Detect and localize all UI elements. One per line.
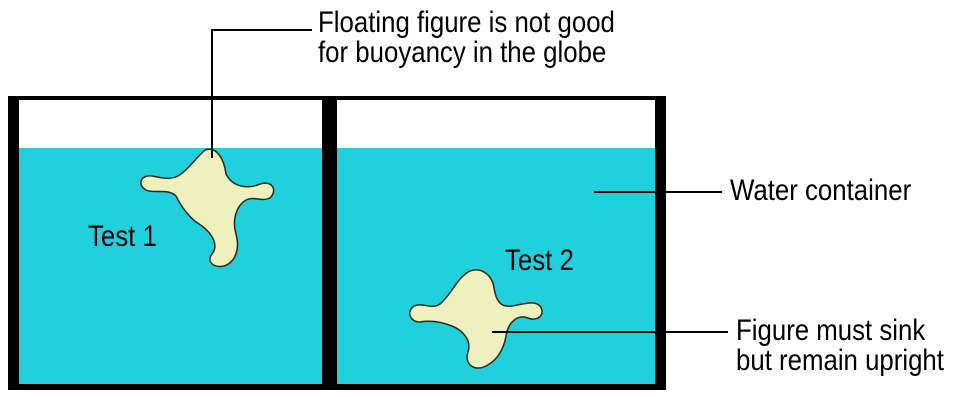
test-2-label: Test 2	[505, 244, 574, 277]
leader-lines	[211, 29, 728, 333]
water-container	[8, 96, 666, 390]
sinking-figure	[409, 269, 543, 369]
floating-callout-line1: Floating figure is not good	[318, 6, 615, 39]
floating-callout-line	[211, 29, 312, 158]
sink-figure-callout: Figure must sink but remain upright	[736, 316, 944, 376]
sink-callout-line2: but remain upright	[736, 344, 944, 377]
sink-callout-line1: Figure must sink	[736, 314, 926, 347]
floating-figure-callout: Floating figure is not good for buoyancy…	[318, 8, 615, 68]
floating-figure	[140, 148, 275, 268]
water-container-label: Water container	[730, 174, 912, 207]
floating-callout-line2: for buoyancy in the globe	[318, 36, 607, 69]
test-1-label: Test 1	[88, 220, 157, 253]
